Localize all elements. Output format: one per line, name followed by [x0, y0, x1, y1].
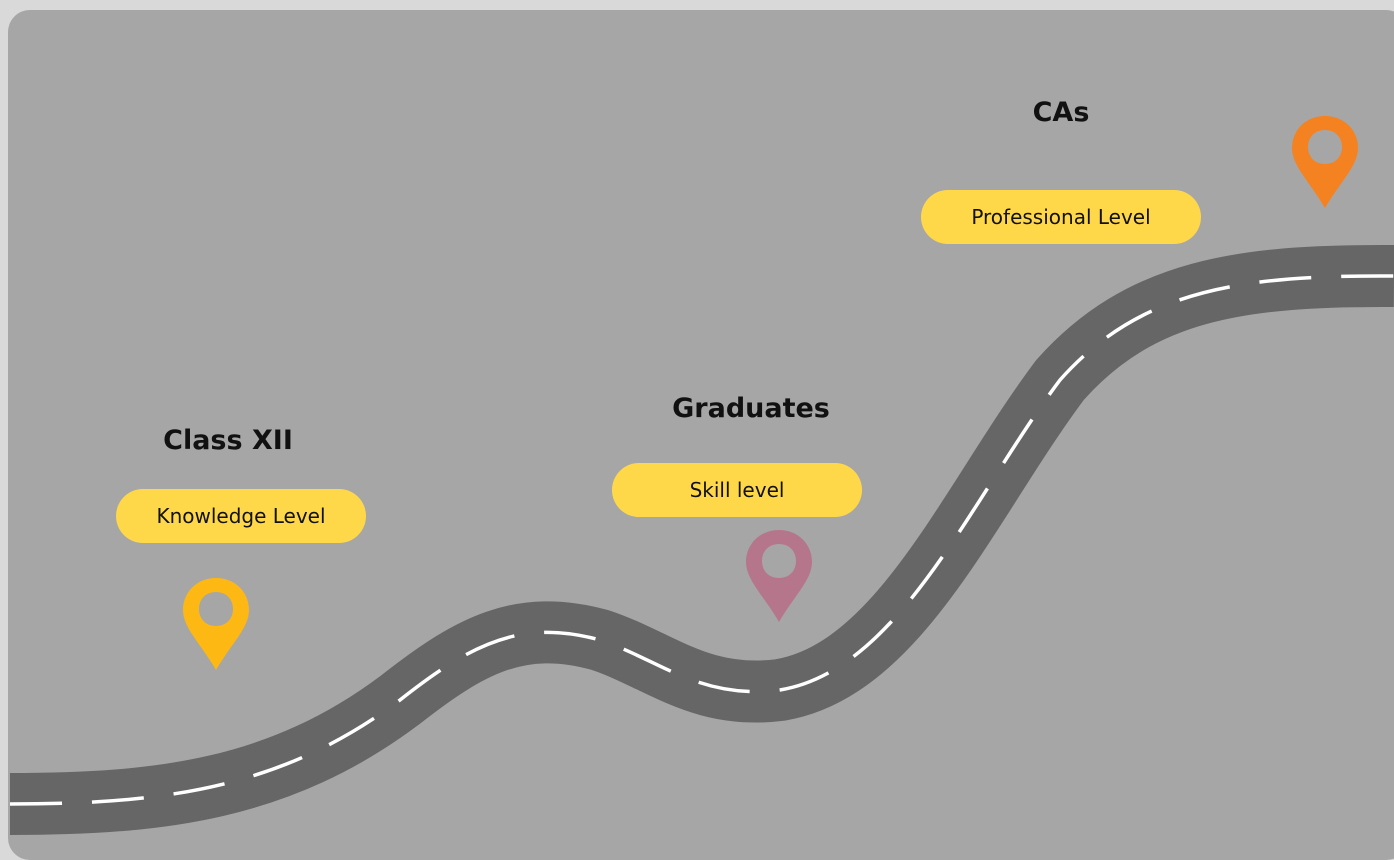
road	[9, 244, 1394, 835]
stage-title-cas: CAs	[1032, 97, 1090, 128]
map-pin-icon	[183, 578, 249, 670]
stage-level-knowledge: Knowledge Level	[116, 489, 366, 543]
stage-title-graduates: Graduates	[672, 393, 830, 424]
roadmap-canvas	[8, 10, 1394, 860]
stage-title-class-xii: Class XII	[163, 425, 293, 456]
stage-level-professional: Professional Level	[921, 190, 1201, 244]
map-pin-icon	[746, 530, 812, 622]
stage-level-skill: Skill level	[612, 463, 862, 517]
road-center-dashes	[9, 274, 1394, 806]
map-pin-icon	[1292, 116, 1358, 208]
